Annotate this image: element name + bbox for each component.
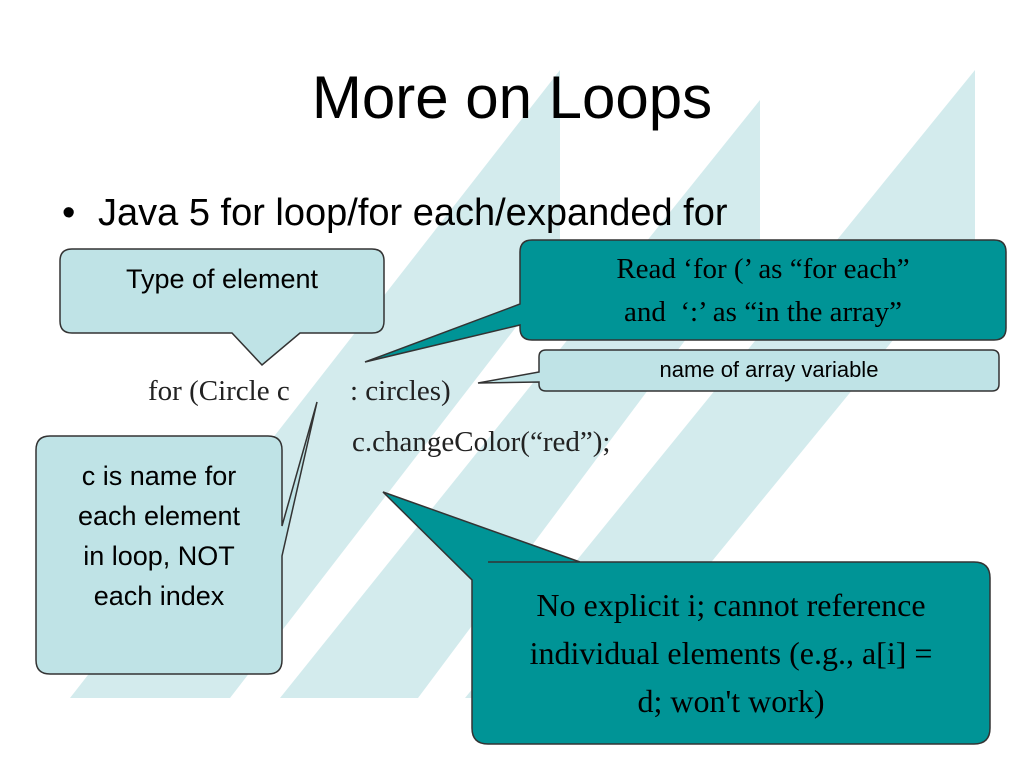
callout-read-for-line-2: and ‘:’ as “in the array” — [623, 296, 903, 328]
callout-read-for-shape — [364, 239, 1007, 363]
callout-type-text: Type of element — [125, 263, 319, 294]
callout-array-variable: name of array variable — [539, 351, 999, 389]
callout-type-shape — [59, 248, 385, 367]
callout-array-variable-shape — [477, 349, 1000, 392]
callout-no-explicit: No explicit i; cannot reference individu… — [472, 578, 990, 728]
callout-c-name: c is name for each element in loop, NOT … — [36, 452, 282, 620]
callout-type-of-element: Type of element — [60, 252, 384, 306]
callout-c-name-shape — [35, 401, 318, 675]
code-line-1-part-2: : circles) — [350, 375, 451, 407]
bullet-item: • Java 5 for loop/for each/expanded for — [62, 190, 962, 236]
callout-no-explicit-line-1: No explicit i; cannot reference — [536, 587, 926, 623]
bullet-text: Java 5 for loop/for each/expanded for — [98, 192, 728, 234]
callout-no-explicit-shape — [382, 491, 991, 745]
code-line-2: c.changeColor(“red”); — [352, 426, 611, 458]
callout-c-name-line-3: in loop, NOT — [83, 541, 235, 571]
callout-read-for: Read ‘for (’ as “for each” and ‘:’ as “i… — [520, 246, 1006, 336]
callout-array-variable-text: name of array variable — [659, 357, 879, 382]
callout-no-explicit-line-2: individual elements (e.g., a[i] = — [529, 635, 933, 671]
callout-read-for-line-1: Read ‘for (’ as “for each” — [616, 253, 910, 285]
callout-c-name-line-2: each element — [77, 501, 241, 531]
bullet-dot-icon: • — [62, 192, 76, 234]
code-line-1-part-1: for (Circle c — [148, 375, 290, 407]
callout-c-name-line-1: c is name for — [81, 461, 237, 491]
callout-no-explicit-line-3: d; won't work) — [637, 683, 825, 719]
slide-title: More on Loops — [311, 64, 713, 131]
callout-c-name-line-4: each index — [93, 581, 225, 611]
